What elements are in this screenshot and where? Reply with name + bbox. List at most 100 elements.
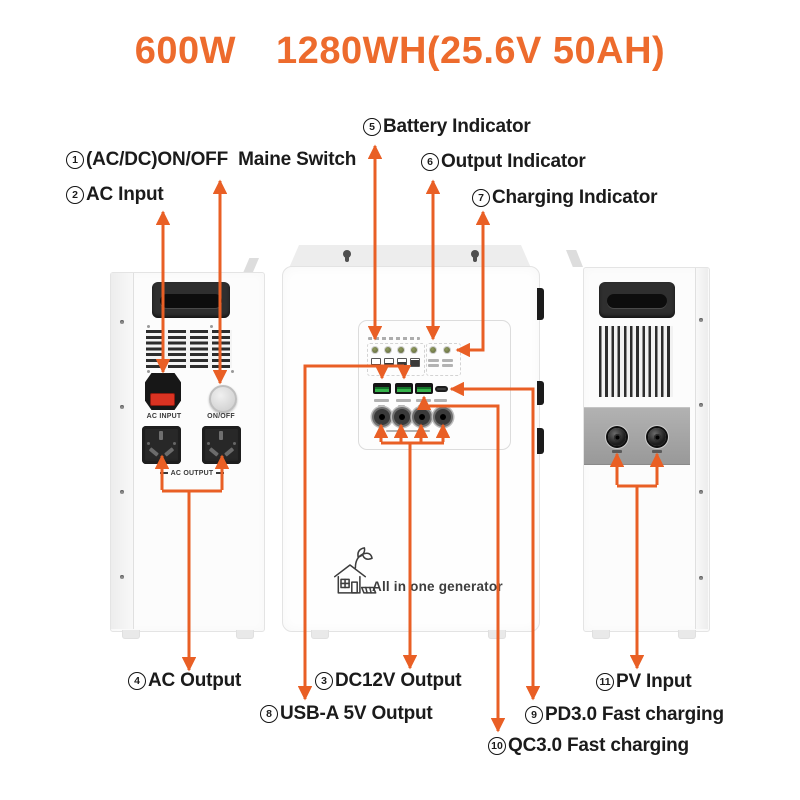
battery-led-3 [398,347,404,353]
callout-1-text: (AC/DC)ON/OFF Maine Switch [86,149,357,170]
callout-9-number: 9 [525,706,543,724]
port-microtext [434,399,447,402]
left-unit-vent-grille [146,330,232,368]
dc12v-jack-2[interactable] [394,409,410,425]
vent-screw [231,370,234,373]
dc12v-jack-4[interactable] [435,409,451,425]
indicator-microtext [428,359,439,362]
left-unit-side-face [111,273,134,629]
battery-75-icon [397,358,407,367]
screw [120,575,124,579]
callout-11-text: PV Input [616,671,692,692]
callout-5-number: 5 [363,118,381,136]
side-connector [537,288,544,320]
page-title: 600W 1280WH(25.6V 50AH) [0,30,800,73]
indicator-microtext [442,359,453,362]
right-unit-handle [599,282,675,318]
screw [699,490,703,494]
side-connector [537,381,544,405]
dc12v-jack-3[interactable] [414,409,430,425]
ac-input-label: AC INPUT [146,413,182,420]
left-unit-handle [152,282,230,318]
battery-led-2 [385,347,391,353]
on-off-button[interactable] [209,385,237,413]
outlet-hole [147,442,150,445]
screw [120,490,124,494]
right-unit-vent-grille [599,326,673,397]
outlet-slot [219,431,223,440]
vent-screw [147,370,150,373]
callout-6-text: Output Indicator [441,151,586,172]
brand-logo-icon [333,547,377,594]
callout-1-number: 1 [66,151,84,169]
brand-logo-text: All in one generator [372,579,503,594]
vent-screw [210,325,213,328]
title-wattage: 600W [134,30,237,72]
on-off-label: ON/OFF [207,413,235,420]
ac-output-label: AC OUTPUT [170,470,214,477]
callout-4-text: AC Output [148,670,242,691]
battery-25-icon [371,358,381,367]
ac-input-fuse [150,393,175,406]
right-unit-mount-flap [566,250,583,267]
usb-a-qc3-port[interactable] [415,383,433,394]
ac-outlet-2[interactable] [202,426,241,464]
outlet-hole [233,442,236,445]
screw [120,405,124,409]
screw [120,320,124,324]
callout-2-number: 2 [66,186,84,204]
handle-slot [607,294,667,308]
indicator-microtext [428,364,439,367]
callout-7-number: 7 [472,189,490,207]
outlet-slot [159,431,163,440]
left-unit-mount-flap [243,258,259,273]
callout-5-text: Battery Indicator [383,116,531,137]
keyhole-slot [471,250,479,262]
ac-output-label-row: AC OUTPUT [146,470,238,477]
callout-8-number: 8 [260,705,278,723]
callout-1-main-switch: 1(AC/DC)ON/OFF Maine Switch [66,149,356,171]
dash [216,472,225,474]
pv-terminal-positive[interactable] [608,428,626,446]
usb-a-port-1[interactable] [373,383,391,394]
port-microtext [374,399,389,402]
foot [488,630,506,639]
title-capacity: 1280WH(25.6V 50AH) [276,30,666,72]
outlet-hole [173,442,176,445]
battery-led-4 [411,347,417,353]
callout-3-number: 3 [315,672,333,690]
side-connector [537,428,544,454]
callout-10-text: QC3.0 Fast charging [508,735,689,756]
pv-input-panel [584,407,690,465]
jack-microtext [378,405,385,407]
indicator-microtext [442,364,453,367]
screw [699,403,703,407]
usb-a-port-2[interactable] [395,383,413,394]
dash [159,472,168,474]
output-indicator-led [430,347,436,353]
dc12v-jack-1[interactable] [374,409,390,425]
outlet-hole [207,442,210,445]
battery-50-icon [384,358,394,367]
usb-c-pd3-port[interactable] [435,386,448,392]
status-indicator-group [426,343,461,376]
ac-outlet-1[interactable] [142,426,181,464]
callout-3-text: DC12V Output [335,670,462,691]
jack-microtext [439,405,446,407]
callout-10-number: 10 [488,737,506,755]
outlet-slot [224,447,234,457]
ac-input-socket-tab [156,373,169,374]
foot [311,630,329,639]
pv-terminal-negative[interactable] [648,428,666,446]
port-microtext [416,399,431,402]
ac-input-socket[interactable] [145,373,181,410]
battery-100-icon [410,358,420,367]
jack-row-microtext [386,430,430,432]
